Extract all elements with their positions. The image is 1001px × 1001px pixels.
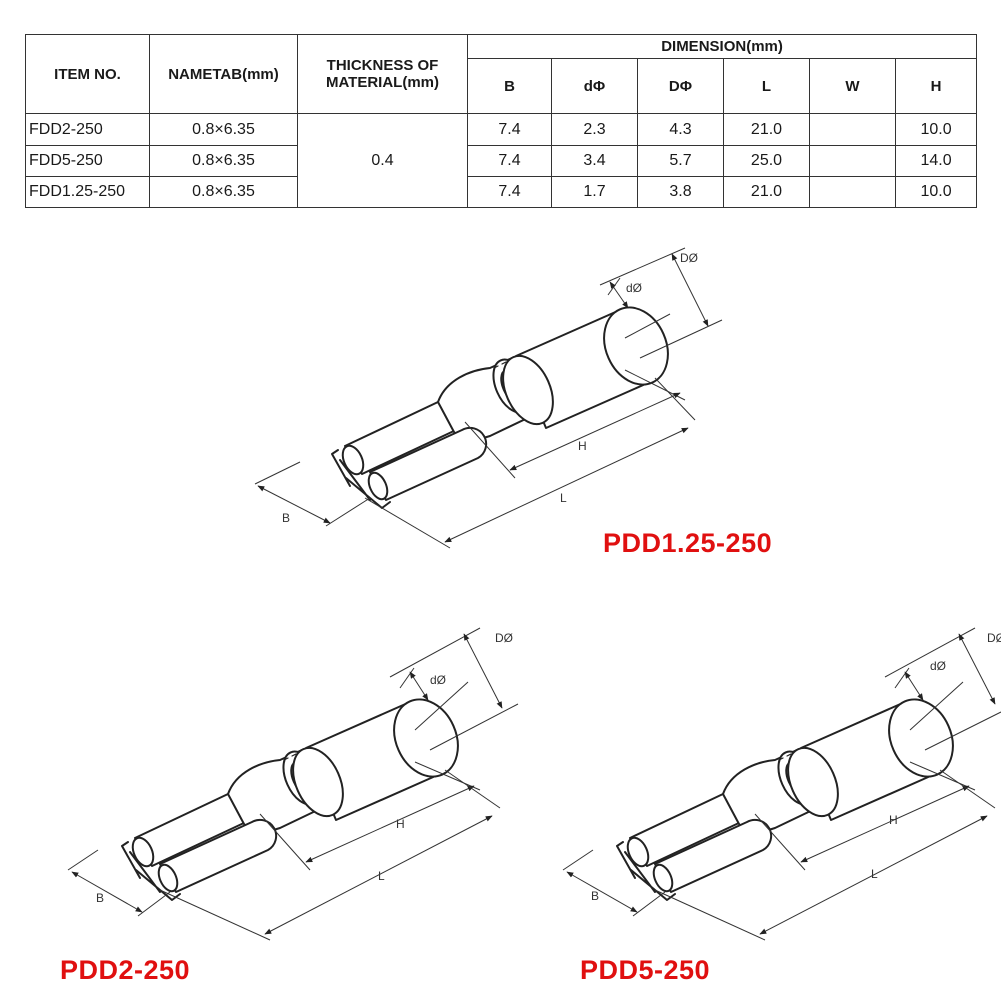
header-dim-h: H [894,58,978,115]
dim-label-d-small: dØ [430,673,446,687]
cell-l: 21.0 [723,175,810,209]
dim-label-h: H [578,439,587,453]
cell-d-large: 5.7 [637,144,724,177]
table-row: FDD5-250 0.8×6.35 7.4 3.4 5.7 25.0 14.0 [25,144,978,177]
header-dim-d-small: dΦ [551,58,638,115]
model-label-pdd5-250: PDD5-250 [580,955,711,985]
cell-d-large: 3.8 [637,175,724,209]
dim-label-h: H [396,817,405,831]
cell-w [809,113,896,146]
dim-label-b: B [591,889,599,903]
cell-w [809,175,896,209]
cell-h: 14.0 [894,144,978,177]
cell-item: FDD5-250 [25,144,150,177]
cell-nametab: 0.8×6.35 [149,175,298,209]
cell-thickness: 0.4 [297,113,468,208]
dim-label-b: B [96,891,104,905]
cell-l: 21.0 [723,113,810,146]
cell-b: 7.4 [467,113,552,146]
cell-d-large: 4.3 [637,113,724,146]
spec-table: ITEM NO. NAMETAB(mm) THICKNESS OF MATERI… [25,33,978,209]
cell-h: 10.0 [894,175,978,209]
dim-label-d-large: DØ [987,631,1001,645]
terminal-drawing-3: DØ dØ H L B [562,627,1001,941]
header-nametab: NAMETAB(mm) [149,33,298,115]
cell-d-small: 2.3 [551,113,638,146]
table-row: FDD1.25-250 0.8×6.35 7.4 1.7 3.8 21.0 10… [25,175,978,209]
header-dimension: DIMENSION(mm) [466,33,978,60]
cell-w [809,144,896,177]
header-item-no: ITEM NO. [25,33,150,115]
model-label-pdd1-25-250: PDD1.25-250 [603,528,773,558]
cell-d-small: 1.7 [551,175,638,209]
cell-nametab: 0.8×6.35 [149,113,298,146]
dim-label-h: H [889,813,898,827]
cell-l: 25.0 [723,144,810,177]
dim-label-l: L [378,869,385,883]
header-dim-l: L [723,58,810,115]
header-dim-w: W [809,58,896,115]
dim-label-d-small: dØ [930,659,946,673]
table-row: FDD2-250 0.8×6.35 0.4 7.4 2.3 4.3 21.0 1… [25,113,978,208]
dim-label-d-large: DØ [680,251,698,265]
cell-item: FDD1.25-250 [25,175,150,209]
terminal-drawing-1: DØ dØ H L B [254,247,723,549]
header-dim-b: B [467,58,552,115]
dim-label-l: L [560,491,567,505]
cell-b: 7.4 [467,175,552,209]
cell-h: 10.0 [894,113,978,146]
model-label-pdd2-250: PDD2-250 [60,955,191,985]
dim-label-d-small: dØ [626,281,642,295]
terminal-drawing-2: DØ dØ H L B [67,627,519,941]
dim-label-d-large: DØ [495,631,513,645]
cell-b: 7.4 [467,144,552,177]
cell-item: FDD2-250 [25,113,150,146]
header-thickness: THICKNESS OF MATERIAL(mm) [297,33,468,115]
cell-d-small: 3.4 [551,144,638,177]
dim-label-b: B [282,511,290,525]
dim-label-l: L [871,867,878,881]
cell-nametab: 0.8×6.35 [149,144,298,177]
header-dim-d-large: DΦ [637,58,724,115]
